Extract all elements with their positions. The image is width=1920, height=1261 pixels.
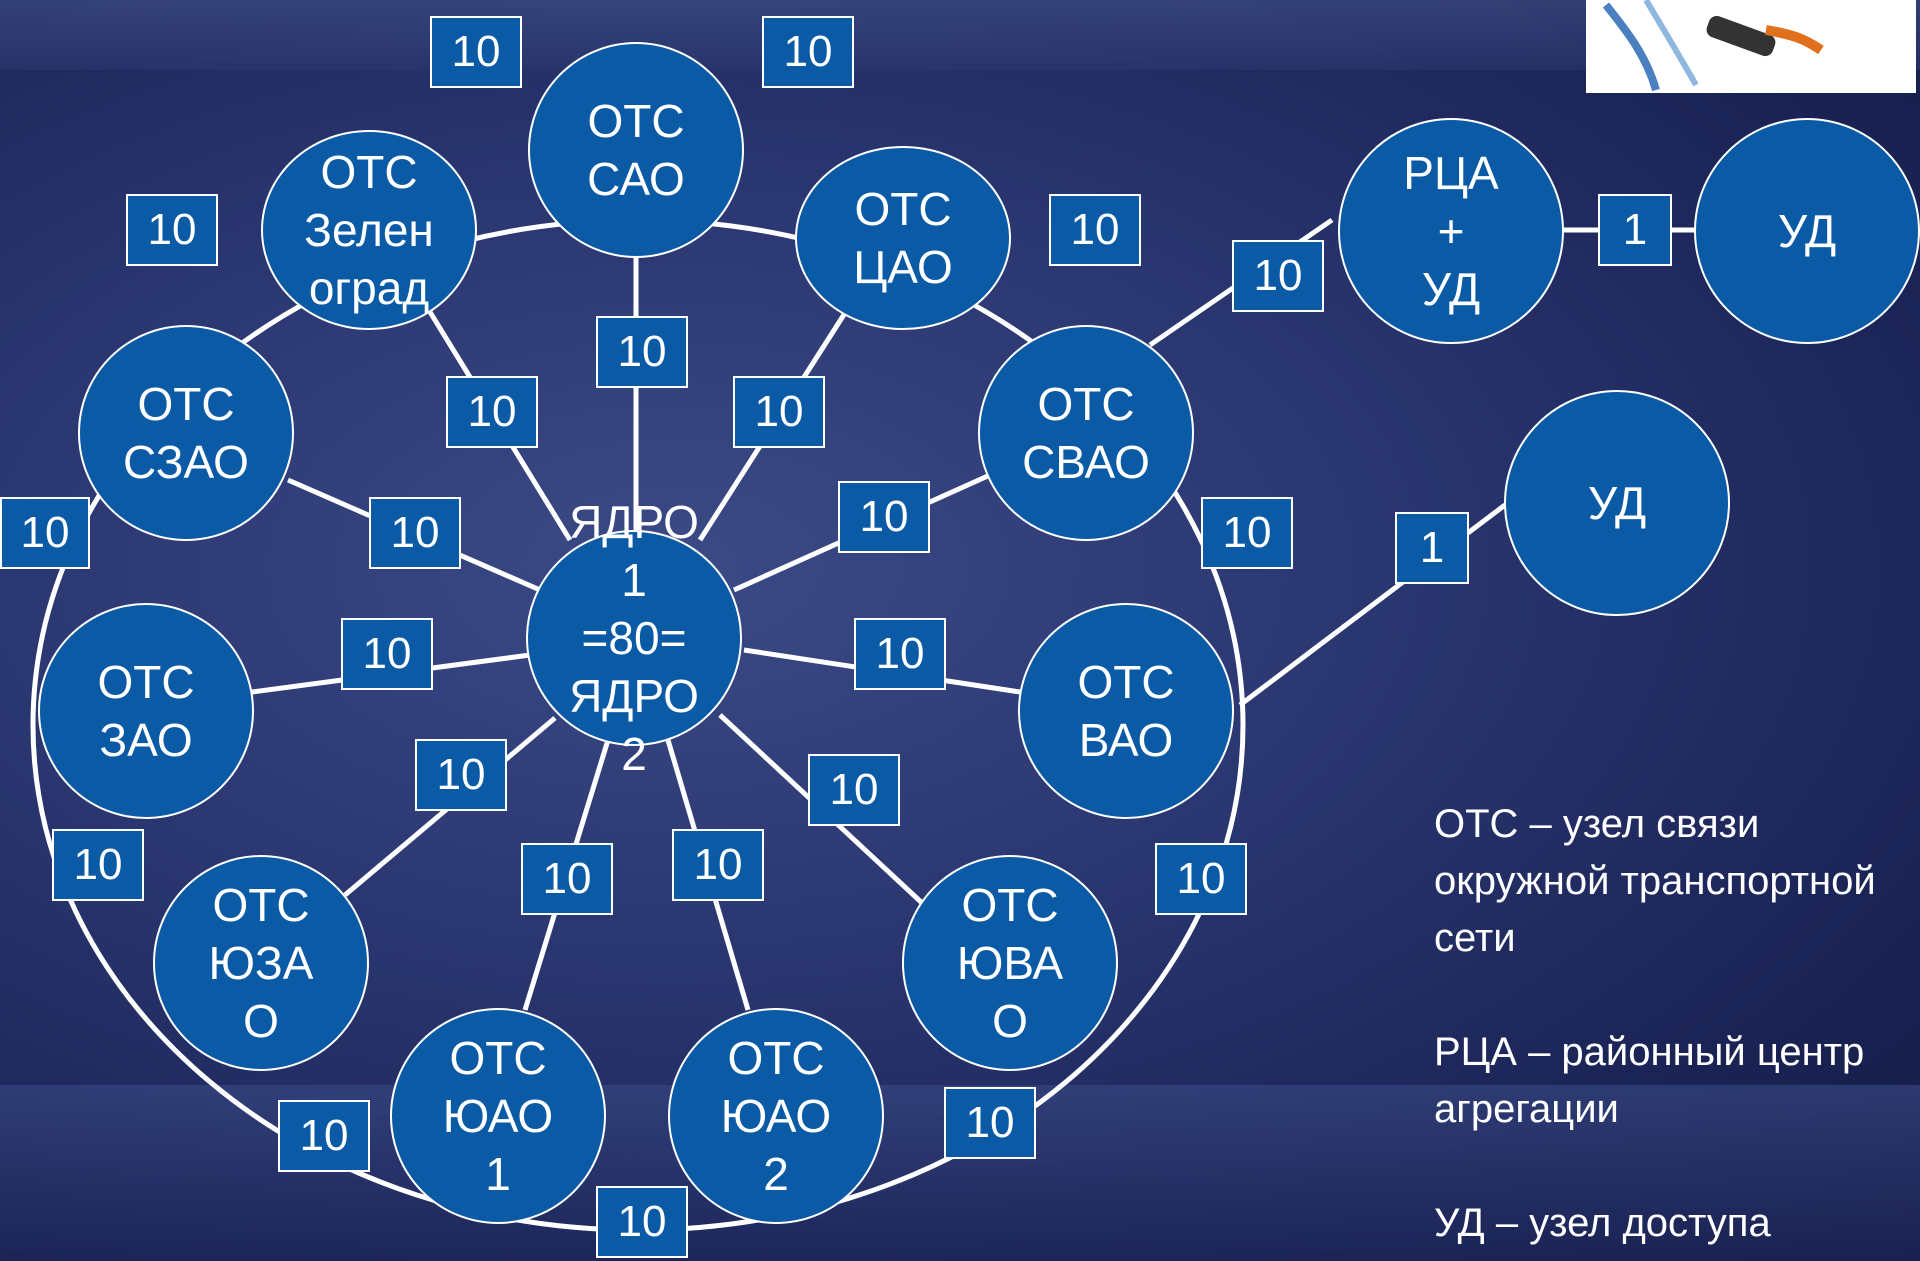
ring-link-label: 10 — [944, 1087, 1036, 1159]
node-label: ОТС — [1037, 378, 1135, 430]
core-node-label: 1 — [621, 554, 647, 606]
spoke-link-label: 10 — [415, 739, 507, 811]
node-label: СВАО — [1022, 436, 1150, 488]
core-node-label: 2 — [621, 728, 647, 780]
legend-ud: УД – узел доступа — [1434, 1201, 1771, 1245]
node-ud-2: УД — [1504, 390, 1730, 616]
ring-link-label: 10 — [1155, 843, 1247, 915]
node-label: 1 — [485, 1148, 511, 1200]
node-label: ОТС — [854, 183, 952, 235]
node-label: ОТС — [97, 656, 195, 708]
node-label: ОТС — [587, 95, 685, 147]
spoke-link-label: 10 — [446, 376, 538, 448]
spoke-link-label: 10 — [521, 843, 613, 915]
ring-link-label: 10 — [1049, 194, 1141, 266]
ring-link-label: 10 — [430, 16, 522, 88]
node-label: ЮВА — [956, 937, 1064, 989]
ring-link-label: 10 — [0, 497, 90, 569]
node-label: оград — [308, 262, 430, 314]
node-ud-1: УД — [1694, 118, 1920, 344]
cable-photo — [1586, 0, 1916, 93]
ring-link-label: 10 — [52, 829, 144, 901]
node-label: САО — [587, 153, 685, 205]
legend-ots: ОТС – узел связи окружной транспортной с… — [1434, 802, 1876, 960]
node-label: + — [1437, 205, 1465, 257]
node-ots-zao: ОТС ЗАО — [38, 603, 254, 819]
ring-link-label: 10 — [126, 194, 218, 266]
spoke-link-label: 10 — [854, 618, 946, 690]
node-label: О — [243, 995, 279, 1047]
core-node-label: =80= — [581, 612, 687, 664]
core-node-label: ЯДРО — [569, 670, 699, 722]
node-ots-tsao: ОТС ЦАО — [795, 146, 1011, 330]
spoke-link-label: 10 — [733, 376, 825, 448]
ring-link-label: 10 — [762, 16, 854, 88]
legend: ОТС – узел связи окружной транспортной с… — [1434, 796, 1904, 1252]
node-ots-yuao-1: ОТС ЮАО 1 — [390, 1008, 606, 1224]
node-label: ОТС — [212, 879, 310, 931]
node-label: ОТС — [727, 1032, 825, 1084]
node-label: ЮЗА — [208, 937, 314, 989]
spoke-link-label: 10 — [341, 618, 433, 690]
node-ots-vao: ОТС ВАО — [1018, 603, 1234, 819]
node-label: СЗАО — [123, 436, 249, 488]
node-label: ОТС — [449, 1032, 547, 1084]
node-label: ЮАО — [442, 1090, 554, 1142]
node-label: ВАО — [1078, 714, 1174, 766]
node-label: ОТС — [137, 378, 235, 430]
rca-ud-link-label: 1 — [1598, 194, 1672, 266]
cable-image — [1602, 0, 1824, 92]
ring-link-label: 10 — [1201, 497, 1293, 569]
svao-rca-link-label: 10 — [1232, 240, 1324, 312]
node-label: УД — [1421, 263, 1481, 315]
node-label: ОТС — [961, 879, 1059, 931]
node-label: Зелен — [304, 204, 434, 256]
core-node-label: ЯДРО — [569, 496, 699, 548]
node-ots-yuvao: ОТС ЮВА О — [902, 855, 1118, 1071]
node-label: РЦА — [1403, 147, 1499, 199]
core-node: ЯДРО 1 =80= ЯДРО 2 — [526, 496, 742, 780]
spoke-link-label: 10 — [808, 754, 900, 826]
node-ots-zelenograd: ОТС Зелен оград — [261, 130, 477, 330]
spoke-link-label: 10 — [838, 481, 930, 553]
ring-link-label: 10 — [596, 1186, 688, 1258]
node-label: О — [992, 995, 1028, 1047]
spoke-link-label: 10 — [369, 497, 461, 569]
node-label: УД — [1587, 477, 1647, 529]
vao-ud-link-label: 1 — [1395, 512, 1469, 584]
legend-rca: РЦА – районный центр агрегации — [1434, 1030, 1865, 1131]
node-label: 2 — [763, 1148, 789, 1200]
node-label: ЮАО — [720, 1090, 832, 1142]
node-ots-yuzao: ОТС ЮЗА О — [153, 855, 369, 1071]
spoke-link-label: 10 — [672, 829, 764, 901]
node-ots-svao: ОТС СВАО — [978, 325, 1194, 541]
node-label: ОТС — [1077, 656, 1175, 708]
node-rca-ud: РЦА + УД — [1338, 118, 1564, 344]
node-ots-yuao-2: ОТС ЮАО 2 — [668, 1008, 884, 1224]
ring-link-label: 10 — [278, 1100, 370, 1172]
node-ots-szao: ОТС СЗАО — [78, 325, 294, 541]
node-label: ОТС — [320, 146, 418, 198]
spoke-link-label: 10 — [596, 316, 688, 388]
node-label: УД — [1777, 205, 1837, 257]
node-label: ЗАО — [99, 714, 193, 766]
node-label: ЦАО — [853, 241, 953, 293]
node-ots-sao: ОТС САО — [528, 42, 744, 258]
